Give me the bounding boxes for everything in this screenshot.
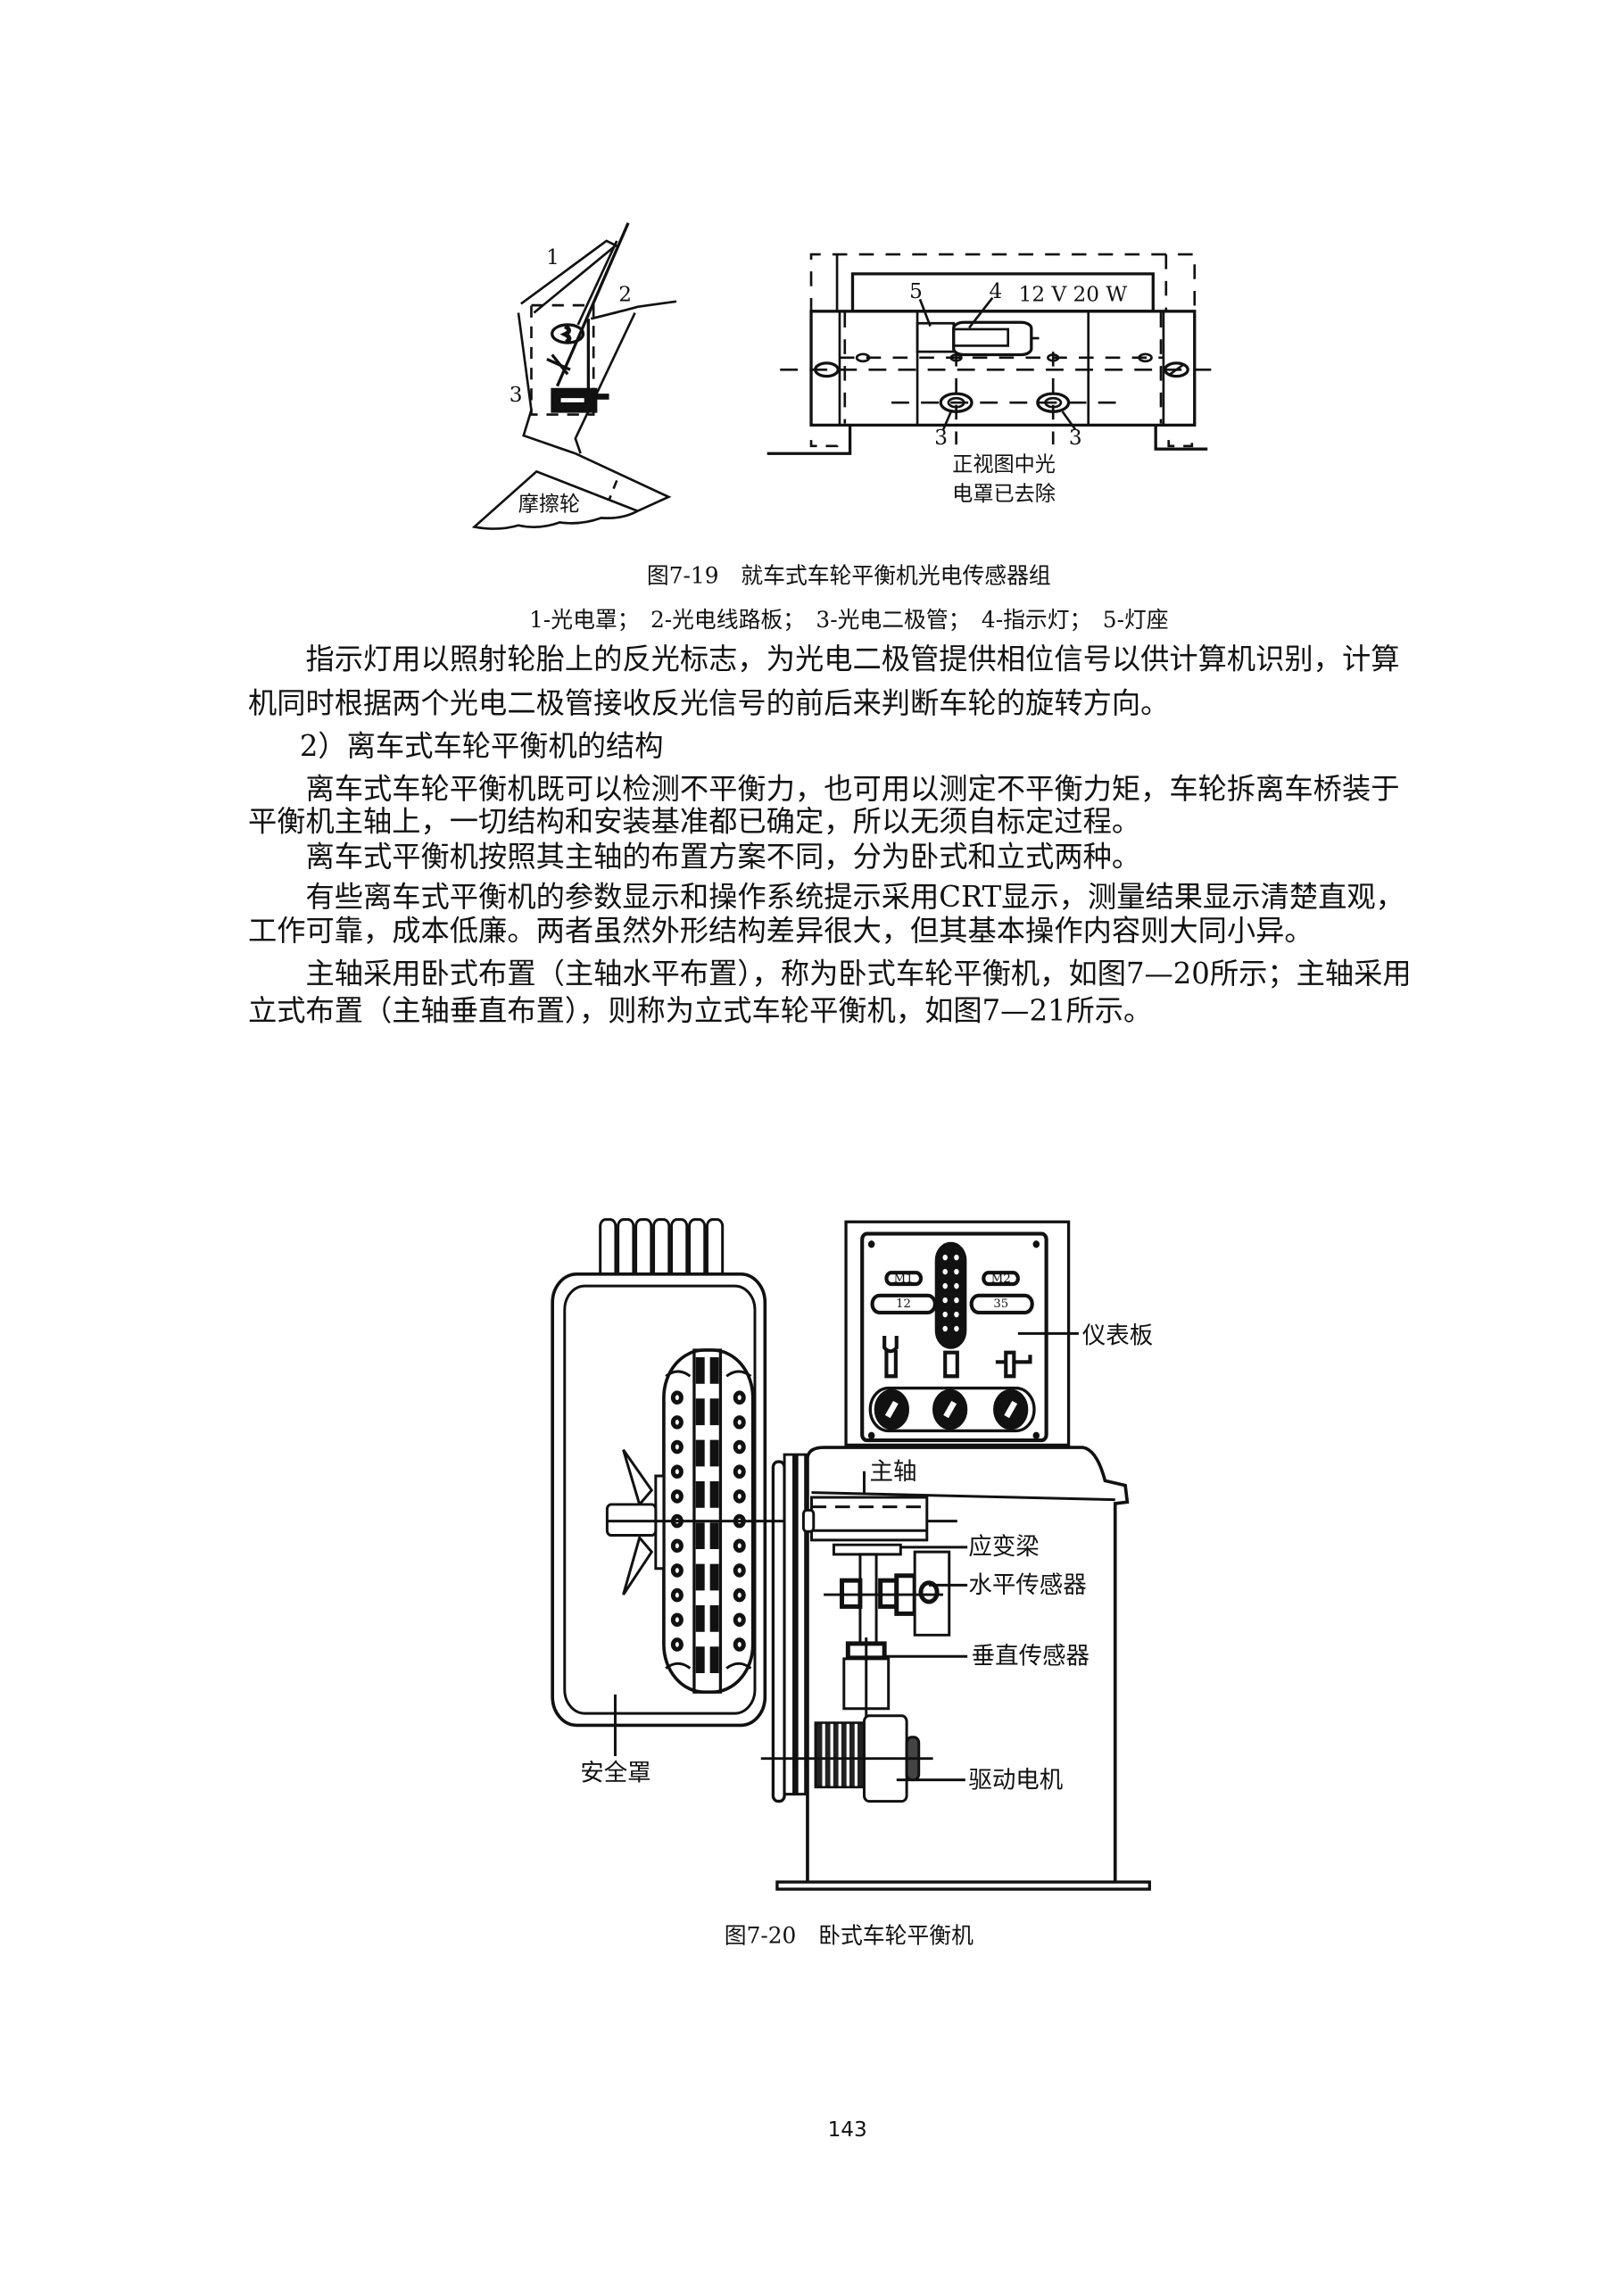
label-instrument-panel: 仪表板 (1081, 1321, 1154, 1350)
paragraph-line: 工作可靠，成本低廉。两者虽然外形结构差异很大，但其基本操作内容则大同小异。 (247, 914, 1313, 949)
label-drive-motor: 驱动电机 (968, 1765, 1064, 1795)
horizontal-wheel-balancer-drawing (541, 1220, 1168, 1899)
photoelectric-sensor-drawing (446, 223, 1249, 541)
paragraph-line: 离车式车轮平衡机既可以检测不平衡力，也可用以测定不平衡力矩，车轮拆离车桥装于 (305, 772, 1400, 807)
figure-7-19-caption: 图7-19 就车式车轮平衡机光电传感器组 (646, 562, 1051, 590)
page-number: 143 (827, 2118, 867, 2143)
note-line-2: 电罩已去除 (952, 483, 1056, 507)
label-safety-cover: 安全罩 (580, 1758, 651, 1786)
label-photodiode-3: 3 (509, 384, 523, 408)
paragraph-line: 机同时根据两个光电二极管接收反光信号的前后来判断车轮的旋转方向。 (247, 686, 1170, 721)
note-line-1: 正视图中光 (952, 452, 1056, 477)
panel-readout-m1-value: 12 (896, 1297, 911, 1311)
label-cover-1: 1 (546, 246, 559, 270)
panel-readout-m1: M1 (893, 1272, 914, 1286)
figure-7-19-legend: 1-光电罩； 2-光电线路板； 3-光电二极管； 4-指示灯； 5-灯座 (529, 606, 1169, 634)
paragraph-line: 平衡机主轴上，一切结构和安装基准都已确定，所以无须自标定过程。 (247, 804, 1141, 839)
label-horizontal-sensor: 水平传感器 (968, 1571, 1087, 1599)
paragraph-line: 有些离车式平衡机的参数显示和操作系统提示采用CRT显示，测量结果显示清楚直观， (305, 880, 1404, 915)
label-vertical-sensor: 垂直传感器 (971, 1641, 1090, 1670)
panel-readout-m2-value: 35 (993, 1297, 1009, 1311)
label-photodiode-3a: 3 (934, 427, 949, 451)
label-indicator-4: 4 (989, 280, 1003, 304)
figure-7-20-caption: 图7-20 卧式车轮平衡机 (724, 1922, 974, 1949)
label-photodiode-3b: 3 (1068, 427, 1082, 451)
label-lamp-base-5: 5 (909, 280, 923, 304)
label-strain-beam: 应变梁 (968, 1532, 1040, 1561)
section-heading: 2）离车式车轮平衡机的结构 (299, 729, 664, 764)
label-circuit-board-2: 2 (618, 283, 632, 308)
paragraph-line: 指示灯用以照射轮胎上的反光标志，为光电二极管提供相位信号以供计算机识别，计算 (305, 642, 1400, 676)
label-lamp-spec: 12 V 20 W (1018, 283, 1128, 308)
panel-readout-m2: M2 (990, 1272, 1011, 1286)
paragraph-line: 立式布置（主轴垂直布置），则称为立式车轮平衡机，如图7—21所示。 (247, 993, 1153, 1028)
label-spindle: 主轴 (869, 1456, 917, 1486)
paragraph-line: 主轴采用卧式布置（主轴水平布置），称为卧式车轮平衡机，如图7—20所示；主轴采用 (305, 957, 1412, 991)
paragraph-line: 离车式平衡机按照其主轴的布置方案不同，分为卧式和立式两种。 (305, 840, 1141, 874)
label-friction-wheel: 摩擦轮 (518, 493, 581, 518)
